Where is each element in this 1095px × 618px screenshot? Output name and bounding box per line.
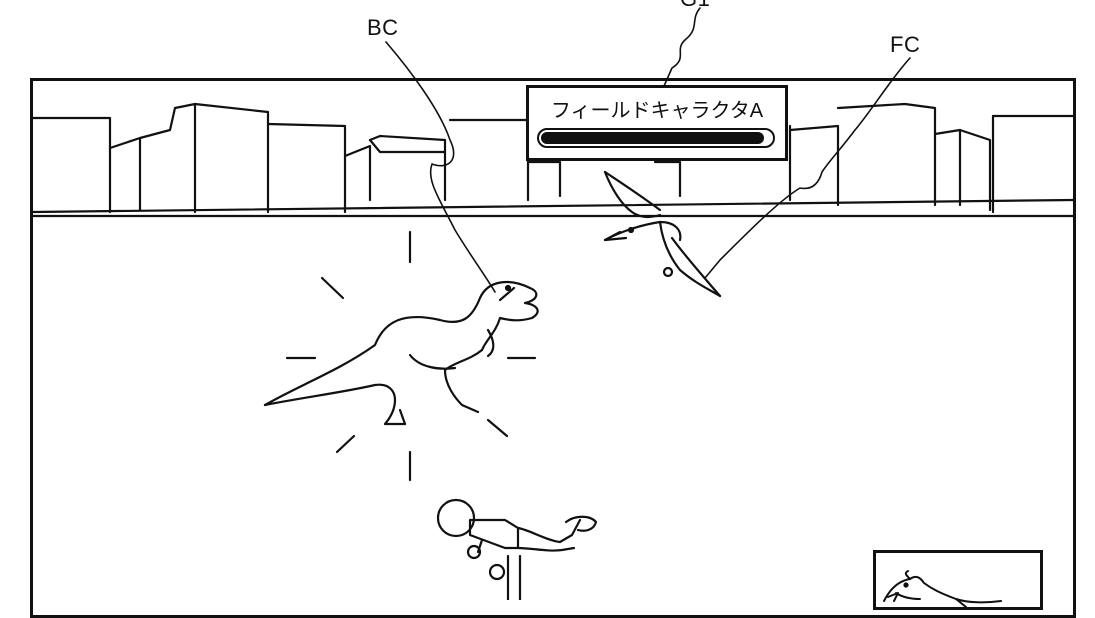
health-gauge-fill xyxy=(541,132,765,144)
gauge-reference-label: G1 xyxy=(680,0,710,12)
player-character xyxy=(436,498,598,600)
leader-lines xyxy=(385,7,911,293)
game-scene xyxy=(31,7,1075,600)
shake-effect-lines xyxy=(285,230,537,482)
ground-line xyxy=(31,198,1075,218)
boss-character-trex xyxy=(263,281,539,426)
field-character-pteranodon xyxy=(603,170,722,298)
minimap-dinosaur-icon xyxy=(883,570,1002,607)
boss-reference-label: BC xyxy=(367,15,399,40)
field-reference-label: FC xyxy=(890,32,921,57)
health-gauge-track xyxy=(537,128,775,148)
field-character-gauge-panel: フィールドキャラクタA xyxy=(526,85,788,161)
gauge-character-name: フィールドキャラクタA xyxy=(550,100,764,122)
background-buildings xyxy=(31,102,1075,214)
minimap-panel xyxy=(873,550,1043,610)
